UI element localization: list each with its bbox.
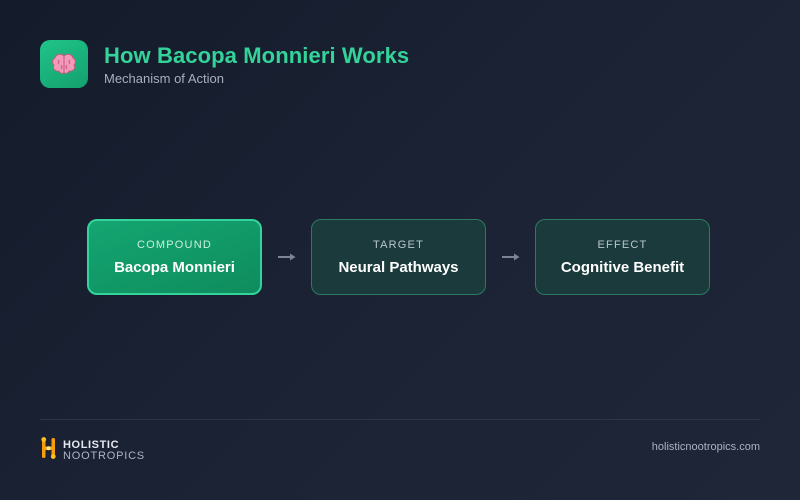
mechanism-flow: COMPOUND Bacopa Monnieri TARGET Neural P… xyxy=(87,219,710,295)
brand-logo: HOLISTIC NOOTROPICS xyxy=(40,436,145,465)
brain-icon xyxy=(40,40,88,88)
holistic-nootropics-logo-icon xyxy=(40,436,57,465)
node-label: Bacopa Monnieri xyxy=(114,258,235,276)
page-title: How Bacopa Monnieri Works xyxy=(104,43,410,68)
footer-divider xyxy=(40,419,760,420)
arrow-right-icon xyxy=(262,252,311,262)
node-label: Cognitive Benefit xyxy=(560,258,685,276)
node-effect: EFFECT Cognitive Benefit xyxy=(535,219,710,295)
header: How Bacopa Monnieri Works Mechanism of A… xyxy=(40,40,409,88)
node-label: Neural Pathways xyxy=(338,258,459,276)
node-kind: COMPOUND xyxy=(137,238,212,251)
node-target: TARGET Neural Pathways xyxy=(311,219,486,295)
arrow-right-icon xyxy=(486,252,535,262)
node-kind: TARGET xyxy=(373,238,424,251)
logo-line2: NOOTROPICS xyxy=(63,449,145,462)
node-compound: COMPOUND Bacopa Monnieri xyxy=(87,219,262,295)
page-subtitle: Mechanism of Action xyxy=(104,71,224,86)
logo-line1: HOLISTIC xyxy=(63,438,120,451)
website-link[interactable]: holisticnootropics.com xyxy=(651,441,760,453)
node-kind: EFFECT xyxy=(597,238,648,251)
